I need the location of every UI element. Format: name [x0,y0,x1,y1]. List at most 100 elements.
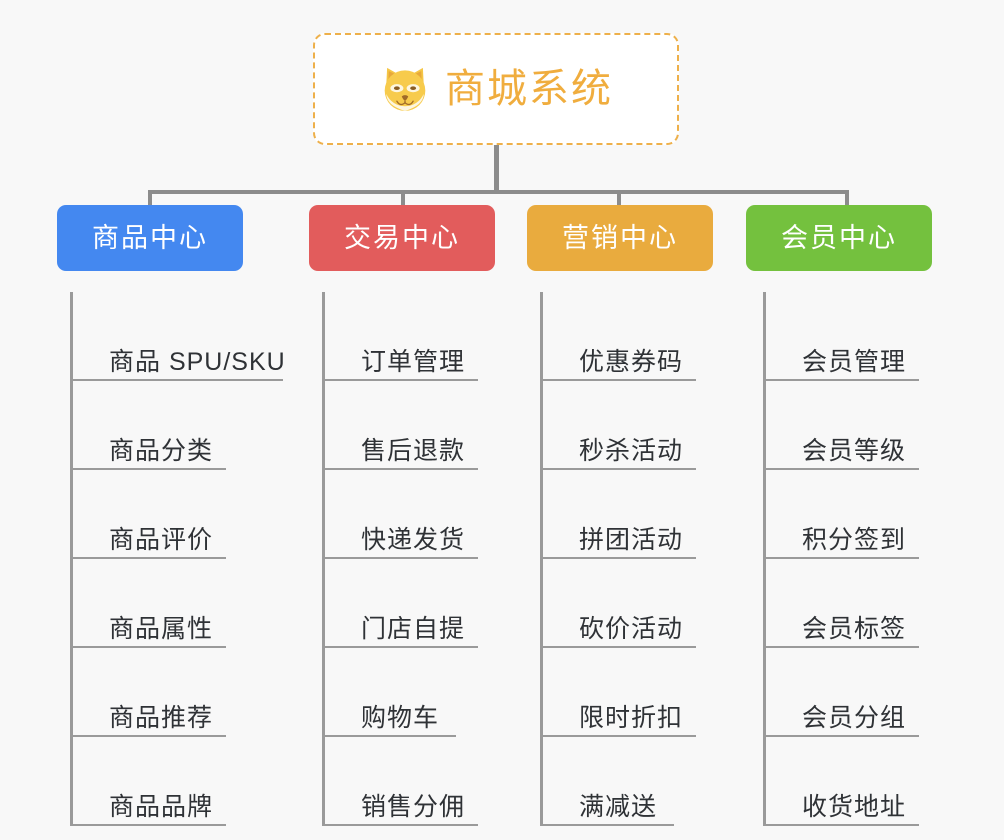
leaf-underline [543,646,696,648]
leaf-label: 拼团活动 [579,525,684,554]
leaf-label: 商品推荐 [109,703,214,732]
branch-column-1: 商品中心 商品 SPU/SKU 商品分类 商品评价 商品属性 商品推荐 [57,205,285,826]
leaf-label: 商品分类 [109,436,214,465]
leaf-underline [325,735,456,737]
category-header-1[interactable]: 商品中心 [57,205,243,271]
category-label-4: 会员中心 [781,222,897,253]
leaf-item[interactable]: 拼团活动 [543,470,713,559]
leaf-underline [73,379,283,381]
leaf-label: 积分签到 [802,525,907,554]
leaf-underline [325,557,478,559]
leaf-item[interactable]: 购物车 [325,648,495,737]
leaf-underline [766,557,919,559]
leaf-item[interactable]: 销售分佣 [325,737,495,826]
leaf-item[interactable]: 秒杀活动 [543,381,713,470]
leaf-item[interactable]: 售后退款 [325,381,495,470]
leaf-item[interactable]: 优惠券码 [543,292,713,381]
leaf-underline [73,468,226,470]
leaf-label: 会员标签 [802,614,907,643]
leaf-item[interactable]: 会员标签 [766,559,932,648]
leaf-item[interactable]: 门店自提 [325,559,495,648]
branch-stem-3 [540,292,543,826]
leaf-underline [543,468,696,470]
leaf-label: 订单管理 [361,347,466,376]
leaf-item[interactable]: 订单管理 [325,292,495,381]
leaf-item[interactable]: 商品评价 [73,470,247,559]
leaf-underline [73,646,226,648]
root-title: 商城系统 [445,67,613,111]
leaf-underline [73,824,226,826]
leaf-item[interactable]: 会员分组 [766,648,932,737]
branch-stem-2 [322,292,325,826]
leaf-label: 快递发货 [361,525,466,554]
leaf-item[interactable]: 会员管理 [766,292,932,381]
connector-drop-branch-3 [617,190,621,210]
leaf-underline [766,824,919,826]
leaf-item[interactable]: 商品推荐 [73,648,247,737]
branch-stem-4 [763,292,766,826]
connector-drop-branch-2 [401,190,405,210]
leaf-underline [543,735,696,737]
leaf-label: 会员管理 [802,347,907,376]
leaf-label: 售后退款 [361,436,466,465]
connector-drop-branch-4 [845,190,849,210]
branch-column-2: 交易中心 订单管理 售后退款 快递发货 门店自提 购物车 [309,205,495,826]
leaf-item[interactable]: 满减送 [543,737,713,826]
leaf-item[interactable]: 会员等级 [766,381,932,470]
connector-root-drop [494,145,499,193]
branch-column-4: 会员中心 会员管理 会员等级 积分签到 会员标签 会员分组 [746,205,932,826]
shiba-dog-icon [384,67,426,111]
leaf-item[interactable]: 商品属性 [73,559,247,648]
category-header-4[interactable]: 会员中心 [746,205,932,271]
leaf-underline [766,735,919,737]
branch-column-3: 营销中心 优惠券码 秒杀活动 拼团活动 砍价活动 限时折扣 [527,205,713,826]
category-label-3: 营销中心 [562,222,678,253]
leaf-underline [543,379,696,381]
leaf-label: 满减送 [579,792,658,821]
leaf-item[interactable]: 收货地址 [766,737,932,826]
leaf-label: 优惠券码 [579,347,684,376]
leaf-underline [766,379,919,381]
category-header-3[interactable]: 营销中心 [527,205,713,271]
connector-horizontal-bus [148,190,849,194]
leaf-item[interactable]: 快递发货 [325,470,495,559]
leaf-underline [73,557,226,559]
leaf-label: 收货地址 [802,792,907,821]
leaf-item[interactable]: 限时折扣 [543,648,713,737]
category-header-2[interactable]: 交易中心 [309,205,495,271]
branch-body-2: 订单管理 售后退款 快递发货 门店自提 购物车 销售分佣 [322,292,495,826]
leaf-item[interactable]: 商品品牌 [73,737,247,826]
leaf-item[interactable]: 商品分类 [73,381,247,470]
leaf-label: 会员等级 [802,436,907,465]
leaf-label: 会员分组 [802,703,907,732]
leaf-underline [543,824,674,826]
leaf-underline [325,468,478,470]
leaf-label: 购物车 [361,703,440,732]
leaf-label: 销售分佣 [361,792,466,821]
leaf-underline [325,379,478,381]
branch-stem-1 [70,292,73,826]
leaf-label: 限时折扣 [579,703,684,732]
leaf-underline [766,468,919,470]
root-node[interactable]: 商城系统 [313,33,679,145]
leaf-underline [543,557,696,559]
branch-body-4: 会员管理 会员等级 积分签到 会员标签 会员分组 收货地址 [763,292,932,826]
leaf-label: 门店自提 [361,614,466,643]
leaf-label: 商品 SPU/SKU [109,347,286,376]
leaf-underline [73,735,226,737]
category-label-2: 交易中心 [344,222,460,253]
leaf-label: 秒杀活动 [579,436,684,465]
branch-body-1: 商品 SPU/SKU 商品分类 商品评价 商品属性 商品推荐 商品品牌 [70,292,285,826]
leaf-label: 商品评价 [109,525,214,554]
leaf-underline [766,646,919,648]
leaf-underline [325,824,478,826]
leaf-label: 砍价活动 [579,614,684,643]
branch-body-3: 优惠券码 秒杀活动 拼团活动 砍价活动 限时折扣 满减送 [540,292,713,826]
leaf-item[interactable]: 商品 SPU/SKU [73,292,285,381]
leaf-item[interactable]: 积分签到 [766,470,932,559]
leaf-label: 商品品牌 [109,792,214,821]
category-label-1: 商品中心 [92,222,208,253]
leaf-item[interactable]: 砍价活动 [543,559,713,648]
leaf-underline [325,646,478,648]
